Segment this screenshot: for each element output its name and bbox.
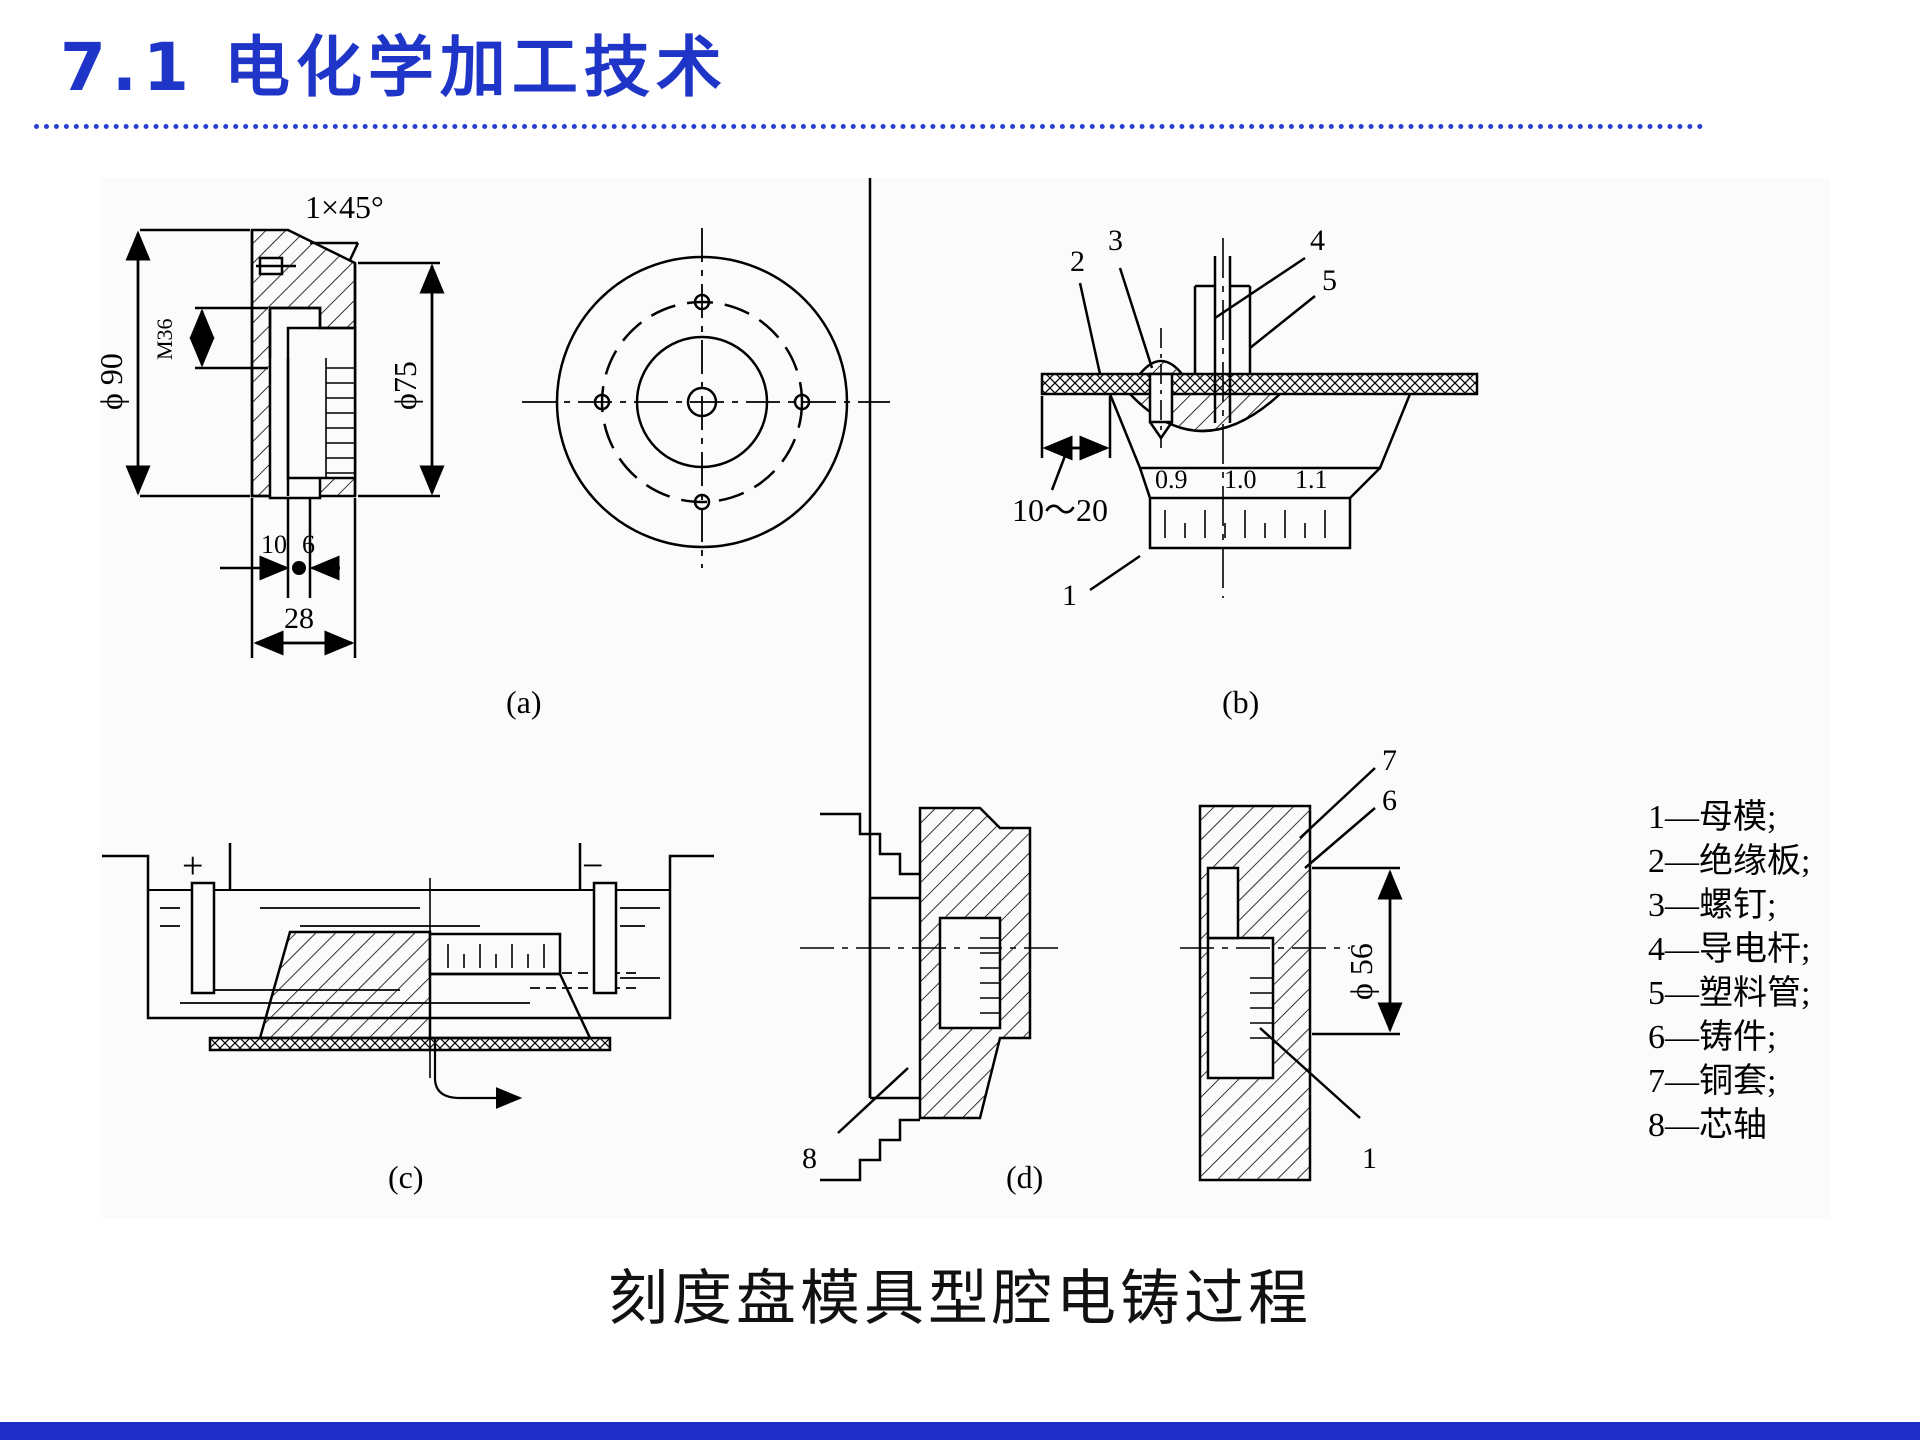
legend-item-6: 6—铸件; xyxy=(1648,1018,1776,1056)
legend-item-4: 4—导电杆; xyxy=(1648,930,1810,968)
legend-item-8: 8—芯轴 xyxy=(1648,1106,1767,1144)
scale-mark-1-0: 1.0 xyxy=(1224,465,1257,494)
panel-a xyxy=(125,228,445,658)
callout-b-5: 5 xyxy=(1322,264,1337,297)
callout-b-1: 1 xyxy=(1062,579,1077,612)
center-dot xyxy=(292,561,306,575)
legend: 1—母模; 2—绝缘板; 3—螺钉; 4—导电杆; 5—塑料管; 6—铸件; 7… xyxy=(1648,798,1810,1144)
callout-b-2: 2 xyxy=(1070,245,1085,278)
diameter-56-label: ϕ 56 xyxy=(1343,943,1379,1000)
legend-item-1: 1—母模; xyxy=(1648,798,1776,836)
dim-10-label: 10 xyxy=(261,530,287,559)
insulating-plate xyxy=(1040,372,1479,396)
slide-title: 7.1 电化学加工技术 xyxy=(60,29,728,106)
callout-d-1: 1 xyxy=(1362,1142,1377,1175)
panel-c xyxy=(102,843,714,1109)
anode-plus: + xyxy=(182,845,203,887)
panel-d-right xyxy=(1180,767,1403,1182)
legend-item-7: 7—铜套; xyxy=(1648,1063,1776,1100)
callout-d-7: 7 xyxy=(1382,744,1397,777)
callout-b-3: 3 xyxy=(1108,224,1123,257)
panel-b xyxy=(1040,238,1479,598)
range-label: 10～20 xyxy=(1012,492,1108,528)
outer-diameter-label: ϕ 90 xyxy=(100,353,129,410)
callout-b-4: 4 xyxy=(1310,224,1325,257)
thread-label: M36 xyxy=(152,318,177,360)
panel-label-d: (d) xyxy=(1006,1159,1043,1195)
callout-d-8: 8 xyxy=(802,1142,817,1175)
title-divider xyxy=(34,124,1704,129)
panel-d-left xyxy=(800,178,1060,1182)
bottom-bar xyxy=(0,1422,1920,1440)
dim-6-label: 6 xyxy=(302,530,315,559)
callout-d-6: 6 xyxy=(1382,784,1397,817)
cathode-minus: − xyxy=(582,845,603,887)
inner-diameter-label: ϕ75 xyxy=(387,361,423,410)
legend-item-5: 5—塑料管; xyxy=(1648,974,1810,1012)
figure-drawing: 1×45° M36 ϕ 90 ϕ75 10 6 28 (a) xyxy=(100,178,1810,1195)
panel-label-b: (b) xyxy=(1222,684,1259,720)
scale-mark-0-9: 0.9 xyxy=(1155,465,1188,494)
scale-mark-1-1: 1.1 xyxy=(1295,465,1328,494)
length-label: 28 xyxy=(284,602,314,635)
electroforming-figure: 1×45° M36 ϕ 90 ϕ75 10 6 28 (a) xyxy=(100,178,1830,1218)
legend-item-2: 2—绝缘板; xyxy=(1648,842,1810,880)
legend-item-3: 3—螺钉; xyxy=(1648,886,1776,924)
chamfer-label: 1×45° xyxy=(305,189,384,225)
figure-caption: 刻度盘模具型腔电铸过程 xyxy=(608,1264,1312,1334)
panel-label-a: (a) xyxy=(506,684,542,720)
panel-label-c: (c) xyxy=(388,1159,424,1195)
panel-a-plan-view xyxy=(522,228,890,568)
